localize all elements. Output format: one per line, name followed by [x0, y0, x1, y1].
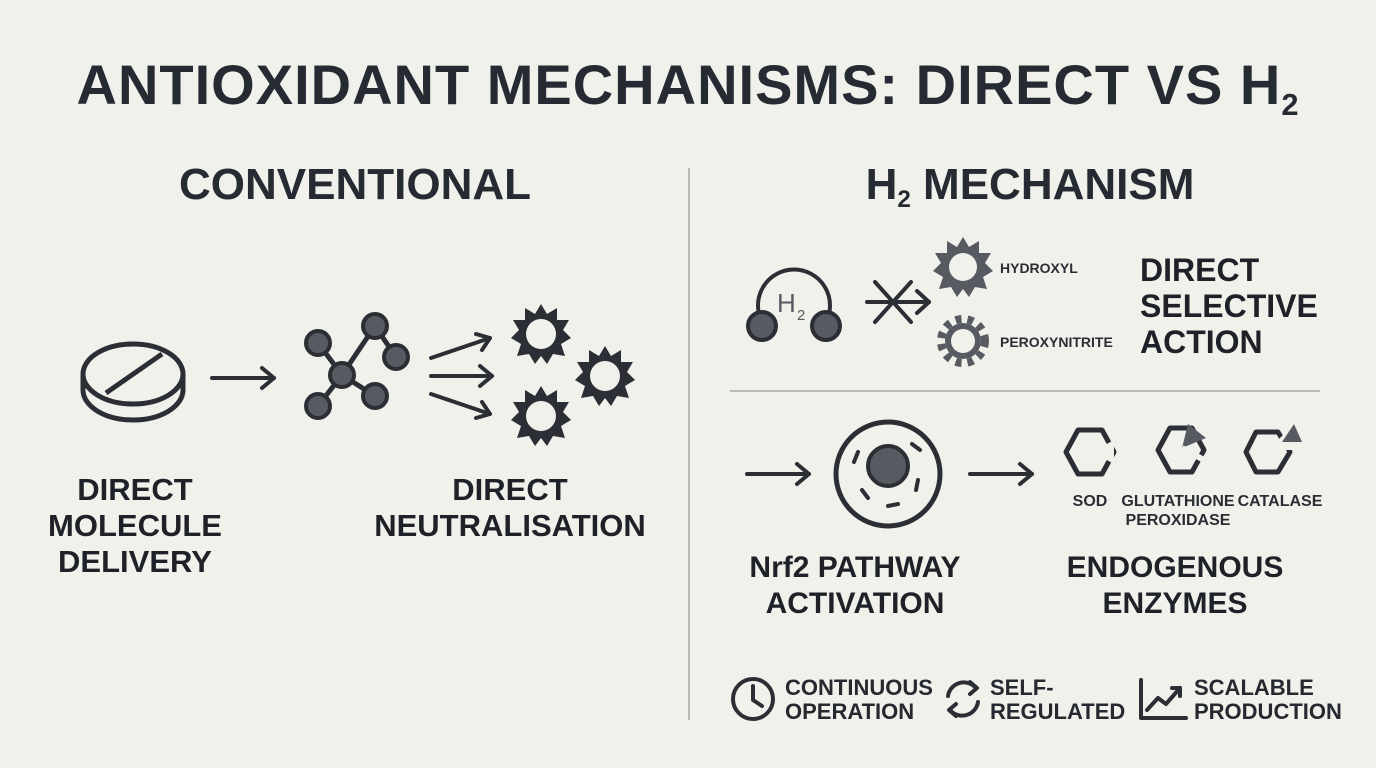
peroxynitrite-radical-icon [937, 315, 989, 367]
h2-molecule-icon: H 2 [746, 267, 842, 342]
scalable-production-label: SCALABLE PRODUCTION [1194, 675, 1342, 724]
glutathione-peroxidase-enzyme-icon [1155, 424, 1207, 475]
sod-label: SOD [1072, 493, 1108, 510]
direct-molecule-delivery-label: DIRECT MOLECULE DELIVERY [48, 472, 222, 579]
clock-icon [731, 677, 775, 721]
vertical-divider [688, 168, 690, 720]
sod-enzyme-icon [1063, 427, 1117, 477]
horizontal-divider [730, 390, 1320, 392]
conventional-heading: CONVENTIONAL [179, 160, 531, 209]
title-subscript: 2 [1281, 86, 1300, 122]
arrow-right-icon [210, 366, 276, 390]
direct-neutralisation-label: DIRECT NEUTRALISATION [374, 472, 646, 543]
cycle-icon [946, 680, 980, 718]
h2-mechanism-heading: H2 MECHANISM [865, 160, 1195, 214]
page-title: ANTIOXIDANT MECHANISMS: DIRECT VS H2 [0, 52, 1376, 122]
continuous-operation-label: CONTINUOUS OPERATION [785, 675, 933, 724]
catalase-label: CATALASE [1237, 493, 1323, 510]
title-text: ANTIOXIDANT MECHANISMS: DIRECT VS H [76, 53, 1282, 116]
hydroxyl-radical-icon [933, 237, 993, 297]
catalase-enzyme-icon [1243, 424, 1304, 475]
arrow-right-icon [968, 462, 1034, 486]
multi-arrow-icon [429, 332, 494, 420]
self-regulated-label: SELF- REGULATED [990, 675, 1126, 724]
chart-up-icon [1139, 678, 1188, 720]
selective-block-arrow-icon [865, 280, 931, 324]
h2-molecule-subscript: 2 [797, 307, 805, 324]
molecule-icon [304, 312, 410, 420]
arrow-right-icon [745, 462, 811, 486]
peroxynitrite-label: PEROXYNITRITE [1000, 334, 1113, 350]
free-radicals-icon [511, 304, 635, 446]
pill-icon [80, 341, 186, 423]
nrf2-pathway-label: Nrf2 PATHWAY ACTIVATION [749, 551, 961, 620]
direct-selective-action-label: DIRECT SELECTIVE ACTION [1140, 252, 1318, 360]
hydroxyl-label: HYDROXYL [1000, 260, 1078, 276]
h2-molecule-text: H [777, 288, 796, 318]
endogenous-enzymes-label: ENDOGENOUS ENZYMES [1066, 551, 1284, 620]
glutathione-peroxidase-label: GLUTATHIONE PEROXIDASE [1121, 493, 1235, 529]
cell-icon [833, 419, 943, 529]
